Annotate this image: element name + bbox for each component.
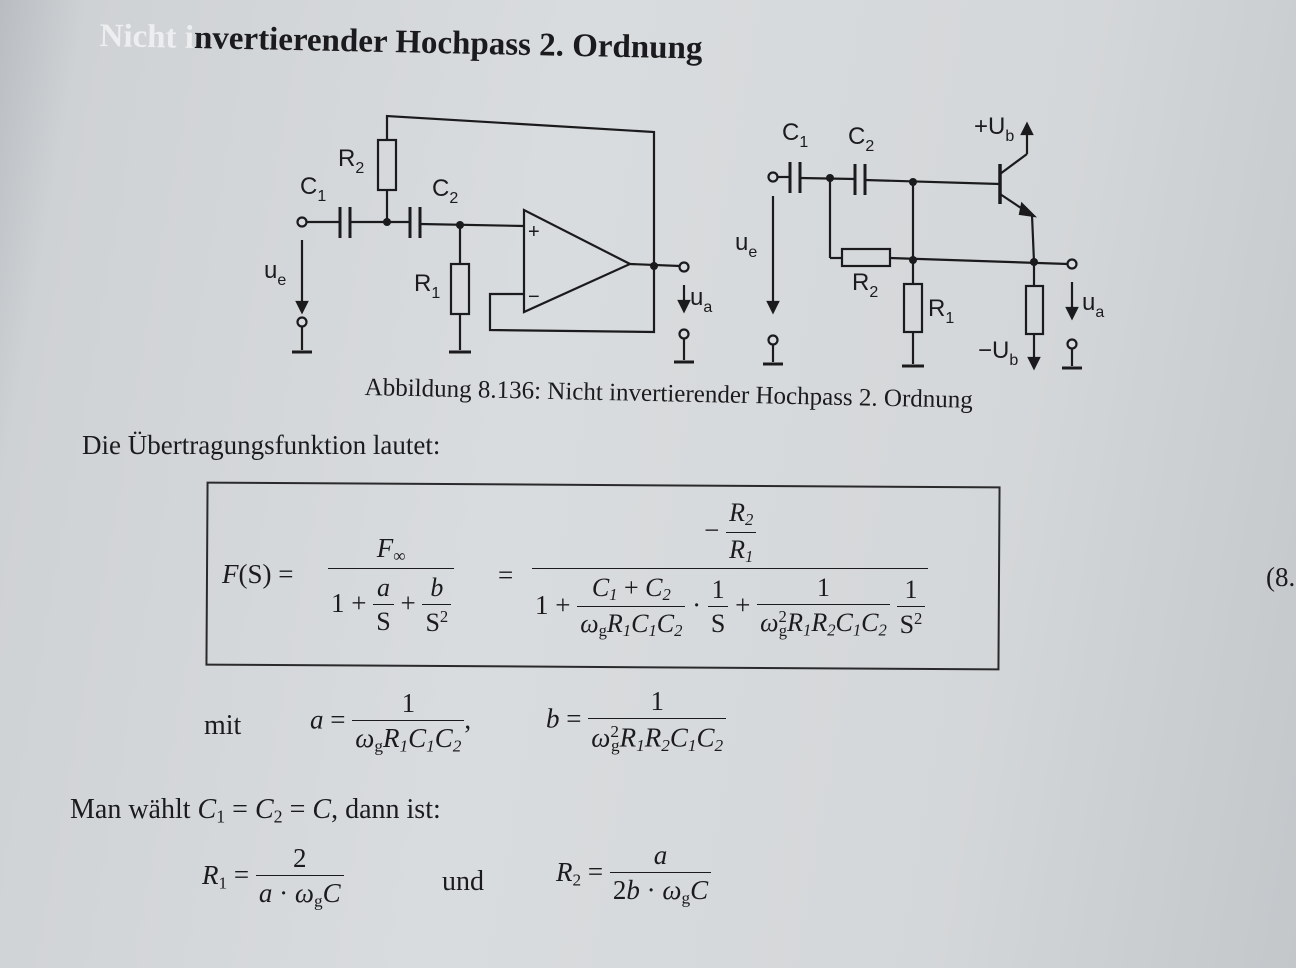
label-r2-right: R2 <box>852 269 878 301</box>
opamp-minus-label: − <box>528 286 540 308</box>
circuit-figure: R2 C1 C2 R1 ue ua + − <box>264 113 1104 371</box>
label-c2-left: C2 <box>432 175 458 207</box>
op-amp <box>522 208 633 314</box>
label-r1-left: R1 <box>414 270 440 302</box>
label-c1-left: C1 <box>300 173 326 205</box>
intro-text: Die Übertragungsfunktion lautet: <box>82 430 441 460</box>
resistor-emitter-right <box>1024 284 1045 336</box>
resistor-r2-right <box>840 247 892 268</box>
label-ua-right: ua <box>1082 289 1104 321</box>
equation-number: (8. <box>1266 562 1296 592</box>
und-label: und <box>442 866 484 897</box>
label-ub-plus: +Ub <box>974 113 1014 145</box>
input-terminal-right <box>767 171 779 183</box>
label-c2-right: C2 <box>848 123 874 155</box>
output-terminal-left <box>678 261 690 273</box>
label-ue-right: ue <box>735 229 757 261</box>
left-circuit-nodes <box>383 218 658 270</box>
result-r1: R1 = 2 a · ωgC <box>202 845 344 910</box>
definition-a: a = 1 ωgR1C1C2 , <box>310 688 472 756</box>
left-circuit <box>292 114 694 364</box>
label-ue-left: ue <box>264 257 286 289</box>
equals-sign-2: = <box>498 560 514 590</box>
label-ub-minus: −Ub <box>978 337 1018 369</box>
label-r1-right: R1 <box>928 295 954 327</box>
choice-sentence: Man wählt C1 = C2 = C, dann ist: <box>70 794 441 827</box>
right-circuit-labels: C1 C2 +Ub R2 R1 −Ub ue ua <box>735 113 1104 369</box>
output-terminal-right <box>1066 258 1078 270</box>
resistor-r1-right <box>902 282 924 334</box>
resistor-r2-left <box>376 138 398 192</box>
opamp-plus-label: + <box>528 221 540 243</box>
right-circuit <box>763 121 1082 371</box>
label-ua-left: ua <box>690 284 712 316</box>
label-c1-right: C1 <box>782 119 808 151</box>
left-circuit-labels: R2 C1 C2 R1 ue ua + − <box>264 145 712 316</box>
result-r2: R2 = a 2b · ωgC <box>556 842 712 907</box>
mit-label: mit <box>204 710 242 741</box>
resistor-r1-left <box>449 262 471 316</box>
input-terminal-left <box>296 216 308 228</box>
label-r2-left: R2 <box>338 145 364 177</box>
transfer-function-lhs: F(S) = <box>222 559 294 589</box>
definition-b: b = 1 ω2gR1R2C1C2 <box>546 688 727 754</box>
right-circuit-nodes <box>826 174 1038 266</box>
